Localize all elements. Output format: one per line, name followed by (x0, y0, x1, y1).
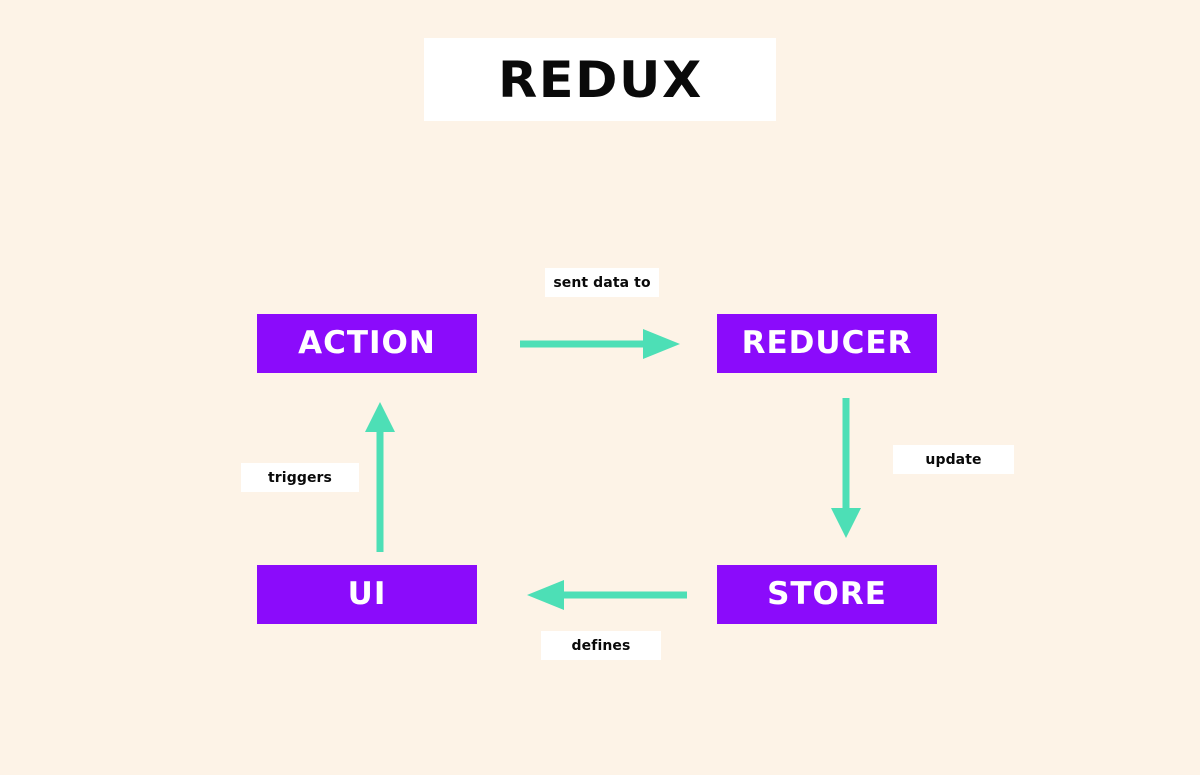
edge-label-triggers: triggers (241, 463, 359, 492)
edge-label-update-text: update (925, 451, 982, 468)
node-ui-label: UI (347, 576, 387, 612)
arrow-ui-to-action (360, 396, 400, 557)
node-store-label: STORE (767, 576, 887, 612)
edge-label-sent-data-to-text: sent data to (553, 274, 651, 291)
arrow-action-to-reducer (520, 326, 685, 367)
arrow-reducer-to-store (828, 398, 864, 545)
node-ui[interactable]: UI (257, 565, 477, 624)
edge-label-defines-text: defines (571, 637, 631, 654)
node-action[interactable]: ACTION (257, 314, 477, 373)
page-title: REDUX (497, 50, 703, 109)
node-store[interactable]: STORE (717, 565, 937, 624)
edge-label-update: update (893, 445, 1014, 474)
arrow-store-to-ui (522, 577, 687, 618)
edge-label-defines: defines (541, 631, 661, 660)
node-reducer[interactable]: REDUCER (717, 314, 937, 373)
node-reducer-label: REDUCER (741, 325, 913, 361)
edge-label-sent-data-to: sent data to (545, 268, 659, 297)
node-action-label: ACTION (298, 325, 436, 361)
edge-label-triggers-text: triggers (268, 469, 332, 486)
diagram-title-card: REDUX (424, 38, 776, 121)
